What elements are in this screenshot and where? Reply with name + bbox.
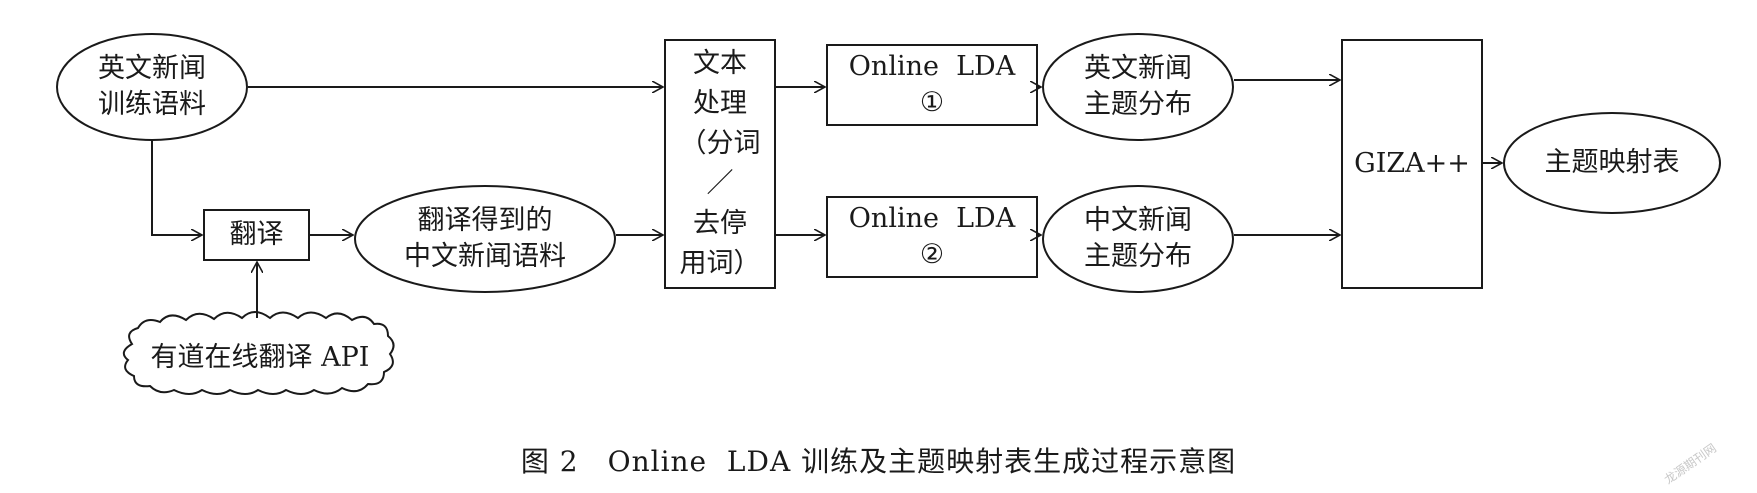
figure-caption: 图 2 Online LDA 训练及主题映射表生成过程示意图 — [520, 445, 1237, 478]
text-processing-box — [664, 39, 776, 289]
lda2-line-2: ② — [919, 239, 945, 270]
zh-topics-ellipse — [1042, 185, 1234, 293]
text-processing-line-5: 去停 — [693, 208, 747, 239]
en-corpus-line-2: 训练语料 — [98, 89, 206, 120]
topic-map-ellipse — [1503, 112, 1721, 214]
giza-label: GIZA++ — [1342, 40, 1482, 288]
lda2-label: Online LDA ② — [827, 197, 1037, 277]
en-corpus-label: 英文新闻 训练语料 — [57, 34, 247, 140]
lda2-line-1: Online LDA — [848, 203, 1016, 234]
translate-text: 翻译 — [229, 219, 284, 250]
en-topics-line-1: 英文新闻 — [1084, 53, 1192, 84]
lda1-line-1: Online LDA — [848, 51, 1016, 82]
topic-map-text: 主题映射表 — [1544, 147, 1680, 178]
zh-corpus-ellipse — [354, 185, 616, 293]
zh-corpus-label: 翻译得到的 中文新闻语料 — [355, 186, 615, 292]
text-processing-label: 文本 处理 （分词 ／ 去停 用词） — [665, 40, 775, 288]
en-topics-ellipse — [1042, 33, 1234, 141]
lda1-label: Online LDA ① — [827, 45, 1037, 125]
text-processing-line-1: 文本 — [693, 48, 747, 79]
youdao-api-text: 有道在线翻译 API — [150, 342, 370, 373]
translate-label: 翻译 — [204, 210, 309, 260]
topic-map-label: 主题映射表 — [1504, 113, 1720, 213]
en-topics-label: 英文新闻 主题分布 — [1043, 34, 1233, 140]
lda1-line-2: ① — [919, 87, 945, 118]
en-corpus-line-1: 英文新闻 — [98, 53, 206, 84]
zh-topics-line-1: 中文新闻 — [1084, 205, 1192, 236]
youdao-api-label: 有道在线翻译 API — [130, 330, 390, 386]
zh-topics-line-2: 主题分布 — [1084, 241, 1192, 272]
zh-corpus-line-2: 中文新闻语料 — [404, 241, 566, 272]
en-topics-line-2: 主题分布 — [1084, 89, 1192, 120]
zh-topics-label: 中文新闻 主题分布 — [1043, 186, 1233, 292]
zh-corpus-line-1: 翻译得到的 — [417, 205, 553, 236]
giza-text: GIZA++ — [1354, 148, 1470, 179]
cloud-shape — [122, 311, 395, 395]
text-processing-line-2: 处理 — [693, 88, 747, 119]
arrow-en-corpus-to-translate — [151, 140, 202, 235]
text-processing-line-4: ／ — [706, 168, 734, 199]
text-processing-line-6: 用词） — [679, 248, 761, 279]
text-processing-line-3: （分词 — [679, 128, 761, 159]
